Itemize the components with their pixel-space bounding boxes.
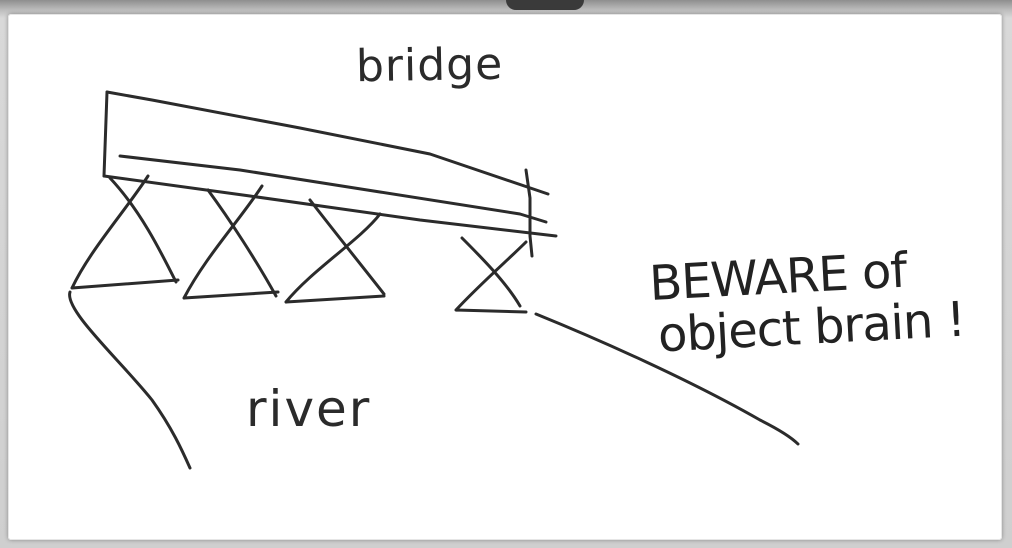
bridge-label: bridge xyxy=(355,38,504,93)
river-bank-left xyxy=(68,290,192,470)
bridge-deck-bottom xyxy=(102,174,558,238)
truss-3 xyxy=(284,198,386,304)
truss-4 xyxy=(454,236,528,314)
river-bank-right xyxy=(534,312,800,446)
truss-1 xyxy=(70,174,180,290)
truss-2 xyxy=(182,184,280,300)
bridge-deck-left xyxy=(102,90,109,178)
river-label: river xyxy=(246,380,372,438)
bridge-deck-right xyxy=(524,168,534,258)
warning-note: BEWARE of object brain ! xyxy=(648,242,966,364)
bridge-deck-inner xyxy=(118,154,548,224)
bridge-deck-top xyxy=(105,90,550,196)
card-clip xyxy=(506,0,584,10)
